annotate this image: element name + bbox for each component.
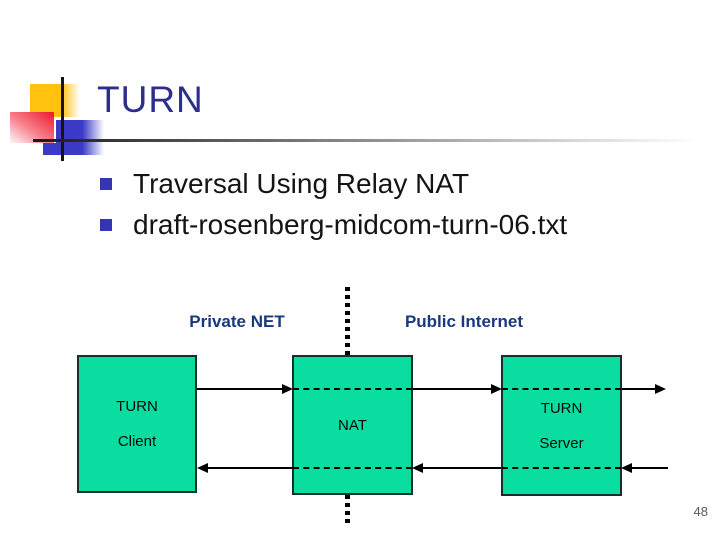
node-label: TURN [116, 398, 158, 415]
bullet-square-icon [100, 218, 112, 231]
arrow-segment [423, 467, 501, 469]
node-nat: NAT [292, 355, 413, 495]
node-turn-server: TURN Server [501, 355, 622, 496]
slide-title: TURN [97, 79, 204, 120]
decoration-blue-square [56, 120, 104, 155]
decoration-horizontal-rule [33, 139, 700, 142]
bullet-item: Traversal Using Relay NAT [100, 163, 567, 204]
bullet-square-icon [100, 177, 112, 190]
arrow-segment [208, 467, 293, 469]
bullet-text: Traversal Using Relay NAT [133, 167, 470, 199]
arrowhead-right-icon [491, 384, 502, 394]
arrowhead-left-icon [621, 463, 632, 473]
arrow-segment [632, 467, 668, 469]
arrowhead-left-icon [412, 463, 423, 473]
arrow-segment-dashed [293, 467, 412, 469]
decoration-yellow-square [30, 84, 80, 117]
arrow-segment [622, 388, 655, 390]
node-label: TURN [540, 399, 583, 417]
node-label: Client [117, 433, 157, 450]
public-internet-label: Public Internet [404, 312, 524, 331]
node-label: NAT [338, 416, 367, 434]
decoration-vertical-line [61, 77, 64, 161]
bullet-text: draft-rosenberg-midcom-turn-06.txt [133, 208, 568, 240]
arrow-segment [413, 388, 491, 390]
node-turn-client: TURN Client [77, 355, 197, 493]
arrow-segment [197, 388, 282, 390]
arrowhead-right-icon [655, 384, 666, 394]
decoration-blue-square-small [43, 143, 60, 155]
decoration-red-square [10, 112, 54, 143]
private-net-label: Private NET [189, 312, 285, 331]
bullet-list: Traversal Using Relay NAT draft-rosenber… [100, 163, 567, 245]
arrowhead-left-icon [197, 463, 208, 473]
arrow-segment-dashed [293, 388, 412, 390]
arrow-segment-dashed [502, 388, 621, 390]
page-number: 48 [693, 504, 708, 519]
bullet-item: draft-rosenberg-midcom-turn-06.txt [100, 204, 567, 245]
network-boundary-dotted-line-bottom [345, 495, 350, 527]
arrow-segment-dashed [502, 467, 621, 469]
node-label: Server [539, 434, 584, 452]
network-boundary-dotted-line-top [345, 287, 350, 355]
arrowhead-right-icon [282, 384, 293, 394]
